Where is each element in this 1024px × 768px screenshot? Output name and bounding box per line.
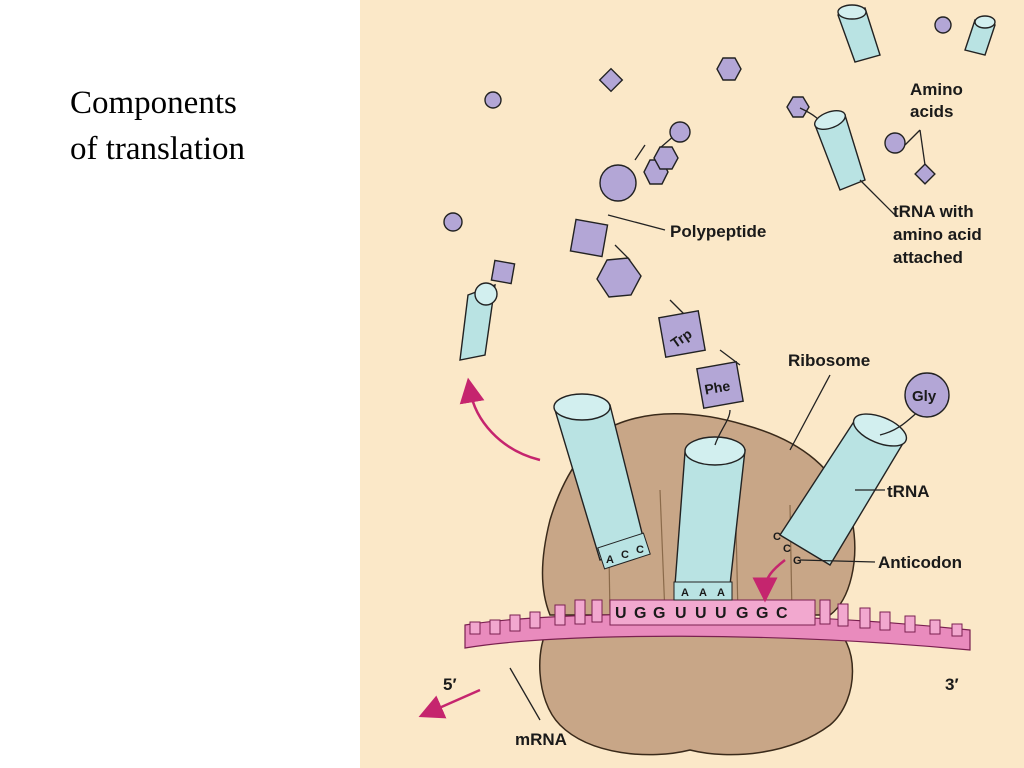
codon-base-8: G <box>756 605 768 622</box>
anticodon-right-2: C <box>783 543 791 555</box>
trna-middle: A A A <box>673 436 746 601</box>
leader-anticodon <box>799 559 876 563</box>
anticodon-left-1: A <box>606 554 614 566</box>
leader-ribosome <box>789 374 831 451</box>
trna-left: A C C <box>553 393 651 570</box>
free-amino-acids <box>443 16 952 232</box>
free-amino-acid-3 <box>716 57 742 81</box>
five-prime-arrow <box>418 688 481 719</box>
anticodon-middle-2: A <box>699 587 707 599</box>
free-amino-acid-circle-pair <box>884 132 906 154</box>
anticodon-left-2: C <box>621 549 629 561</box>
anticodon-right-3: G <box>793 555 802 567</box>
residue-gly: Gly <box>912 388 937 405</box>
free-amino-acid-6 <box>443 212 463 232</box>
leader-trna-with-aa <box>859 179 896 216</box>
label-trna-with-aa-line3: attached <box>893 248 963 267</box>
free-trnas-top <box>837 4 996 63</box>
slide-title-line-2: of translation <box>70 131 246 167</box>
label-three-prime: 3′ <box>945 675 959 694</box>
label-mrna: mRNA <box>515 730 567 749</box>
label-ribosome: Ribosome <box>788 351 870 370</box>
free-amino-acid-5 <box>786 96 810 118</box>
label-five-prime: 5′ <box>443 675 457 694</box>
codon-base-6: U <box>715 605 727 622</box>
entry-arrow <box>752 559 786 603</box>
leader-amino-acids-1 <box>904 129 921 146</box>
codon-base-7: G <box>736 605 748 622</box>
trna-right: C C G <box>773 413 908 567</box>
translation-diagram: U G G U U U G G C A C C A A A C C G <box>360 0 1024 768</box>
amino-acid-circle <box>599 164 637 202</box>
polypeptide-chain <box>569 121 744 446</box>
amino-acid-trp <box>658 310 706 358</box>
label-amino-acids-line2: acids <box>910 102 953 121</box>
codon-base-5: U <box>695 605 707 622</box>
mrna-codons: U G G U U U G G C <box>615 605 788 622</box>
amino-acid-hexagon-large <box>596 257 642 298</box>
codon-base-3: G <box>653 605 665 622</box>
slide-title: Components of translation <box>70 80 330 172</box>
amino-acid-square <box>569 218 609 258</box>
trna-exiting-free <box>459 259 516 361</box>
amino-acid-square-small <box>490 259 516 285</box>
label-trna-with-aa-line1: tRNA with <box>893 202 974 221</box>
label-trna-with-aa-line2: amino acid <box>893 225 982 244</box>
codon-base-1: U <box>615 605 627 622</box>
free-amino-acid-1 <box>484 91 502 109</box>
codon-base-4: U <box>675 605 687 622</box>
codon-base-9: C <box>776 605 788 622</box>
amino-acid-hexagon-small-2 <box>653 146 679 170</box>
mrna-strand <box>464 599 971 651</box>
trna-with-amino-acid <box>799 107 866 191</box>
anticodon-middle-1: A <box>681 587 689 599</box>
codon-base-2: G <box>634 605 646 622</box>
label-trna: tRNA <box>887 482 930 501</box>
amino-acid-phe <box>696 361 744 409</box>
amino-acid-gly <box>904 372 950 418</box>
free-amino-acid-4 <box>934 16 952 34</box>
label-amino-acids-line1: Amino <box>910 80 963 99</box>
leader-mrna <box>509 667 541 721</box>
free-amino-acid-2 <box>598 67 624 93</box>
free-amino-acid-diamond-pair <box>914 163 936 185</box>
label-anticodon: Anticodon <box>878 553 962 572</box>
anticodon-right-1: C <box>773 531 781 543</box>
leader-polypeptide <box>607 214 666 231</box>
anticodon-left-3: C <box>636 544 644 556</box>
amino-acid-pair <box>884 132 936 185</box>
slide-title-line-1: Components <box>70 85 237 121</box>
residue-phe: Phe <box>703 377 731 397</box>
gly-attachment <box>879 372 950 436</box>
anticodon-middle-3: A <box>717 587 725 599</box>
exit-arrow <box>459 377 541 462</box>
label-polypeptide: Polypeptide <box>670 222 766 241</box>
amino-acid-circle-small <box>669 121 691 143</box>
leader-amino-acids-2 <box>919 129 926 166</box>
